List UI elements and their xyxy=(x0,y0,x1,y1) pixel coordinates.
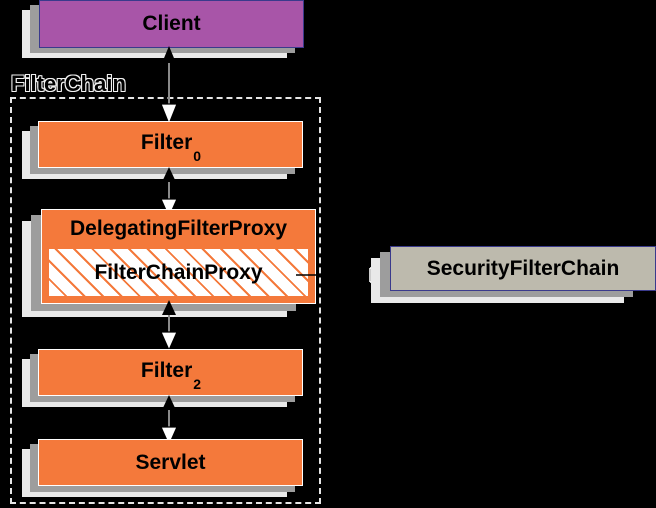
connector-client-filter0 xyxy=(158,46,180,124)
filter0-subscript: 0 xyxy=(193,147,202,164)
security-filter-chain-label: SecurityFilterChain xyxy=(426,256,620,280)
filterchain-group-box xyxy=(10,97,321,504)
connector-filter2-servlet xyxy=(158,395,180,445)
servlet-label: Servlet xyxy=(135,450,206,474)
connector-filter0-dfp xyxy=(158,167,180,217)
dfp-face[interactable]: DelegatingFilterProxy FilterChainProxy xyxy=(41,209,316,304)
filter2-subscript: 2 xyxy=(193,375,202,392)
node-servlet[interactable]: Servlet xyxy=(22,439,307,497)
connector-dfp-filter2 xyxy=(158,300,180,350)
node-delegating-filter-proxy[interactable]: DelegatingFilterProxy FilterChainProxy xyxy=(22,209,316,322)
filterchain-group-label: FilterChain xyxy=(11,71,126,96)
node-filter0[interactable]: Filter0 xyxy=(22,121,307,179)
node-filter2[interactable]: Filter2 xyxy=(22,349,307,407)
filter-chain-proxy-label: FilterChainProxy xyxy=(94,260,263,284)
security-filter-chain-face[interactable]: SecurityFilterChain xyxy=(390,246,656,291)
filter0-face[interactable]: Filter0 xyxy=(38,121,303,168)
filter2-face[interactable]: Filter2 xyxy=(38,349,303,396)
dfp-title: DelegatingFilterProxy xyxy=(69,216,288,240)
client-face[interactable]: Client xyxy=(39,0,304,48)
node-client[interactable]: Client xyxy=(22,0,307,58)
filter2-label: Filter2 xyxy=(140,359,202,392)
node-security-filter-chain[interactable]: SecurityFilterChain xyxy=(371,246,656,306)
filter0-label: Filter0 xyxy=(140,131,202,164)
servlet-face[interactable]: Servlet xyxy=(38,439,303,486)
node-filter-chain-proxy[interactable]: FilterChainProxy xyxy=(48,248,309,297)
client-label: Client xyxy=(142,12,201,35)
